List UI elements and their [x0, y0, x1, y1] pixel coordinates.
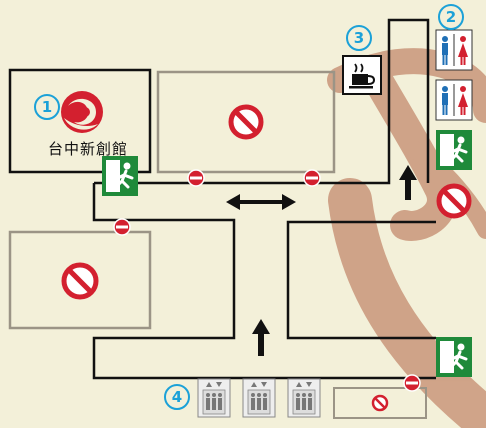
bidirectional-arrow — [226, 194, 296, 210]
restroom-icon[interactable] — [435, 79, 473, 121]
room-closed-small — [333, 387, 427, 419]
room-closed-upper — [156, 70, 336, 174]
room-closed-left — [8, 230, 152, 330]
up-arrow-center-corridor — [252, 319, 270, 356]
elevator-icon[interactable] — [197, 378, 231, 418]
emergency-exit-icon — [102, 156, 138, 196]
room-taichung-innovation-hall[interactable] — [8, 68, 152, 174]
no-entry-icon — [303, 169, 321, 187]
venue-logo-text: 台中新創館 — [48, 140, 129, 158]
prohibited-icon — [228, 104, 264, 140]
marker-4[interactable]: 4 — [164, 384, 190, 410]
coffee-icon[interactable] — [342, 55, 382, 95]
marker-2[interactable]: 2 — [438, 4, 464, 30]
elevator-icon[interactable] — [242, 378, 276, 418]
elevator-icon[interactable] — [287, 378, 321, 418]
no-entry-icon — [403, 374, 421, 392]
corridor-walls — [92, 18, 436, 380]
up-arrow-right-corridor — [399, 165, 417, 200]
marker-1[interactable]: 1 — [34, 94, 60, 120]
prohibited-icon — [61, 262, 99, 300]
no-entry-icon — [113, 218, 131, 236]
restroom-icon[interactable] — [435, 29, 473, 71]
venue-logo-icon — [61, 91, 103, 133]
prohibited-icon — [436, 183, 472, 219]
marker-3[interactable]: 3 — [346, 25, 372, 51]
no-entry-icon — [187, 169, 205, 187]
emergency-exit-icon — [436, 337, 472, 377]
prohibited-icon — [371, 394, 389, 412]
emergency-exit-icon — [436, 130, 472, 170]
